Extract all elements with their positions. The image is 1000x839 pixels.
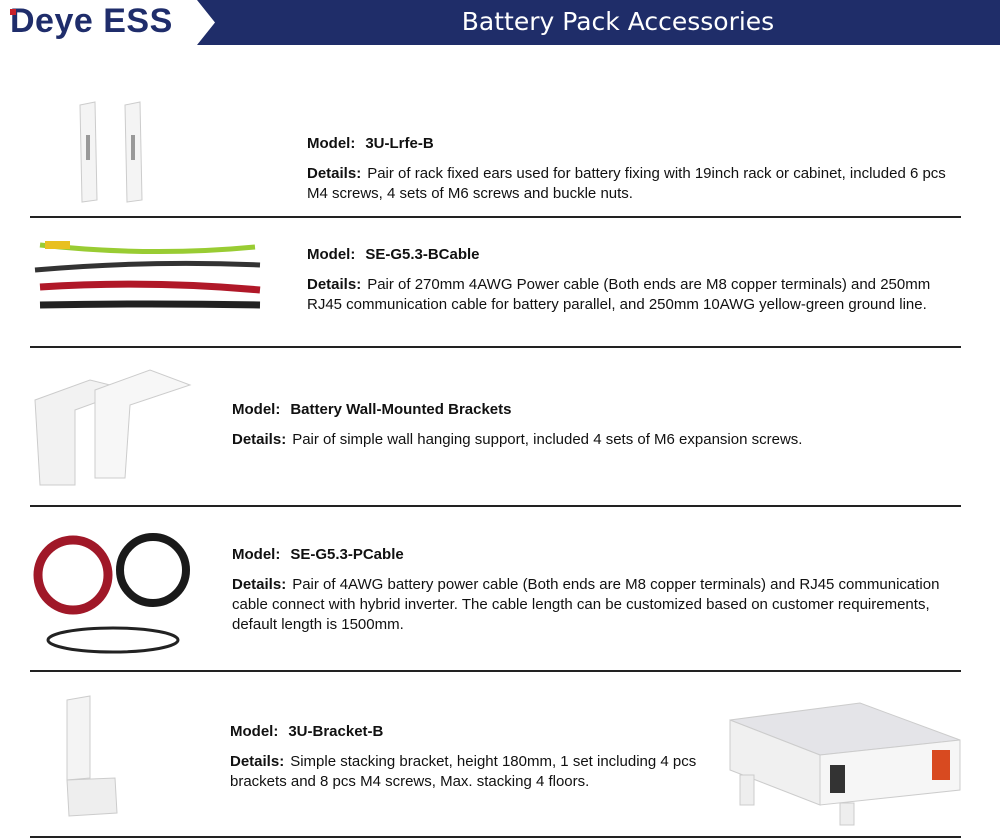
divider: [30, 836, 961, 838]
accessory-item: Model:Battery Wall-Mounted Brackets Deta…: [232, 401, 803, 448]
deye-logo: Deye ESS: [10, 2, 173, 40]
page-title: Battery Pack Accessories: [461, 7, 775, 36]
header: Deye ESS Battery Pack Accessories: [0, 0, 1000, 45]
divider: [30, 670, 961, 672]
accessory-item: Model:SE-G5.3-BCable Details:Pair of 270…: [307, 246, 931, 313]
battery-cables-image: [34, 241, 261, 309]
title-band: [197, 0, 1000, 45]
accessory-item: Model:SE-G5.3-PCable Details:Pair of 4AW…: [232, 546, 940, 633]
divider: [30, 346, 961, 348]
accessory-item: Model:3U-Lrfe-B Details:Pair of rack fix…: [307, 135, 946, 202]
stacking-bracket-image: [66, 695, 118, 817]
wall-brackets-image: [34, 369, 192, 486]
divider: [30, 505, 961, 507]
accessory-item: Model:3U-Bracket-B Details:Simple stacki…: [230, 723, 697, 790]
power-cables-image: [33, 533, 190, 654]
rack-ears-image: [79, 101, 143, 203]
divider: [30, 216, 961, 218]
battery-module-image: [729, 702, 961, 826]
